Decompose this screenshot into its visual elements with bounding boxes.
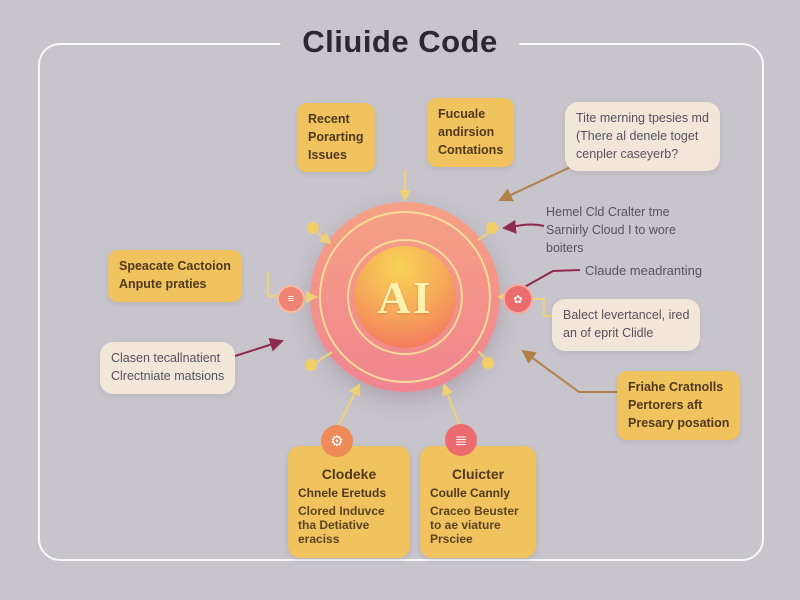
card-cluicter-subtitle: Coulle Cannly — [430, 486, 511, 500]
card-clodeke: Clodeke Chnele Eretuds Clored Induvce th… — [288, 446, 410, 558]
page-title: Cliuide Code — [280, 24, 520, 60]
node-friahe: Friahe Cratnolls Pertorers aft Presary p… — [617, 371, 741, 441]
hub-inner-ring — [347, 239, 463, 355]
card-cluicter: Cluicter Coulle Cannly Craceo Beuster to… — [420, 446, 536, 558]
card-clodeke-body: Clored Induvce tha Detiative eraciss — [298, 504, 385, 546]
flower-glyph: ✿ — [513, 293, 523, 306]
node-clasen: Clasen tecallnatient Clrectniate matsion… — [100, 342, 236, 394]
card-clodeke-subtitle: Chnele Eretuds — [298, 486, 387, 500]
menu-lines-glyph: ≡ — [287, 293, 295, 305]
ai-label: AI — [377, 271, 433, 323]
card-clodeke-title: Clodeke — [321, 466, 377, 482]
card-cluicter-body: Craceo Beuster to ae viature Prsciee — [430, 504, 519, 546]
stack-icon: ≣ — [445, 424, 477, 456]
label-hemel: Hemel Cld Cralter tme Sarnirly Cloud I t… — [546, 205, 676, 256]
ai-hub: AI — [310, 202, 500, 392]
node-recent-issues: Recent Porarting Issues — [297, 103, 375, 173]
node-fucuale: Fucuale andirsion Contations — [427, 98, 515, 168]
node-speacate: Speacate Cactoion Anpute praties — [108, 250, 242, 302]
label-claude-meadranting: Claude meadranting — [585, 263, 703, 278]
card-cluicter-title: Cluicter — [451, 466, 505, 482]
menu-lines-icon: ≡ — [277, 285, 305, 313]
gear-glyph: ⚙ — [330, 433, 344, 450]
flower-icon: ✿ — [503, 284, 533, 314]
gear-icon: ⚙ — [321, 425, 353, 457]
node-balect: Balect levertancel, ired an of eprit Cli… — [552, 299, 701, 351]
stack-glyph: ≣ — [454, 432, 468, 449]
hub-outer-ring — [319, 211, 491, 383]
hub-core: AI — [354, 246, 456, 348]
node-top-right-note: Tite merning tpesies md (There al denele… — [565, 102, 720, 172]
